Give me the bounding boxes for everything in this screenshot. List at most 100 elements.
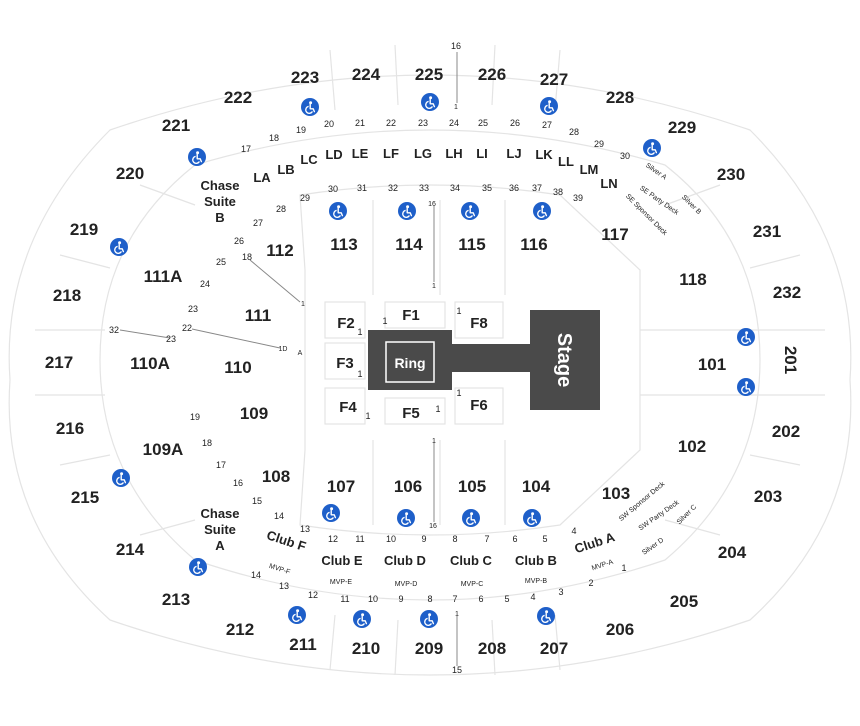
club-a[interactable]: Club A bbox=[573, 529, 618, 556]
section-223[interactable]: 223 bbox=[291, 68, 319, 87]
section-231[interactable]: 231 bbox=[753, 222, 781, 241]
section-214[interactable]: 214 bbox=[116, 540, 145, 559]
svg-text:16: 16 bbox=[428, 201, 436, 208]
section-109a[interactable]: 109A bbox=[143, 440, 184, 459]
svg-text:8: 8 bbox=[452, 534, 457, 544]
club-e[interactable]: Club E bbox=[321, 553, 362, 568]
suite-le[interactable]: LE bbox=[352, 146, 369, 161]
section-210[interactable]: 210 bbox=[352, 639, 380, 658]
section-209[interactable]: 209 bbox=[415, 639, 443, 658]
section-f4[interactable]: F4 bbox=[339, 399, 357, 416]
section-f6[interactable]: F6 bbox=[470, 397, 488, 414]
section-f5[interactable]: F5 bbox=[402, 405, 420, 422]
mvp-c[interactable]: MVP-C bbox=[461, 581, 484, 588]
section-112[interactable]: 112 bbox=[266, 241, 293, 260]
suite-ll[interactable]: LL bbox=[558, 154, 574, 169]
suite-lj[interactable]: LJ bbox=[506, 146, 521, 161]
svg-text:39: 39 bbox=[573, 193, 583, 203]
mvp-a[interactable]: MVP-A bbox=[591, 559, 615, 573]
section-225[interactable]: 225 bbox=[415, 65, 443, 84]
section-111a[interactable]: 111A bbox=[144, 267, 183, 286]
section-117[interactable]: 117 bbox=[601, 225, 628, 244]
section-114[interactable]: 114 bbox=[395, 235, 423, 254]
svg-text:24: 24 bbox=[200, 279, 210, 289]
suite-lc[interactable]: LC bbox=[300, 152, 318, 167]
chase-suite-a[interactable]: Chase Suite A bbox=[200, 506, 239, 553]
wheelchair-icon bbox=[396, 508, 416, 528]
club-d[interactable]: Club D bbox=[384, 553, 426, 568]
suite-li[interactable]: LI bbox=[476, 146, 488, 161]
section-118[interactable]: 118 bbox=[679, 270, 706, 289]
section-215[interactable]: 215 bbox=[71, 488, 99, 507]
section-224[interactable]: 224 bbox=[352, 65, 381, 84]
section-206[interactable]: 206 bbox=[606, 620, 634, 639]
section-216[interactable]: 216 bbox=[56, 419, 84, 438]
chase-suite-b[interactable]: Chase Suite B bbox=[200, 178, 239, 225]
suite-lf[interactable]: LF bbox=[383, 146, 399, 161]
section-f2[interactable]: F2 bbox=[337, 315, 355, 332]
section-205[interactable]: 205 bbox=[670, 592, 698, 611]
section-110[interactable]: 110 bbox=[224, 358, 251, 377]
section-207[interactable]: 207 bbox=[540, 639, 568, 658]
stage[interactable] bbox=[530, 310, 600, 410]
section-105[interactable]: 105 bbox=[458, 477, 486, 496]
section-108[interactable]: 108 bbox=[262, 467, 290, 486]
mvp-d[interactable]: MVP-D bbox=[395, 581, 418, 588]
section-f1[interactable]: F1 bbox=[402, 307, 420, 324]
ring[interactable] bbox=[368, 330, 452, 390]
suite-ln[interactable]: LN bbox=[600, 176, 617, 191]
section-110a[interactable]: 110A bbox=[130, 354, 170, 373]
svg-text:1: 1 bbox=[432, 438, 436, 445]
section-109[interactable]: 109 bbox=[240, 404, 268, 423]
section-204[interactable]: 204 bbox=[718, 543, 747, 562]
section-228[interactable]: 228 bbox=[606, 88, 634, 107]
section-221[interactable]: 221 bbox=[162, 116, 190, 135]
silver-d[interactable]: Silver D bbox=[641, 537, 665, 557]
section-f8[interactable]: F8 bbox=[470, 315, 488, 332]
section-102[interactable]: 102 bbox=[678, 437, 706, 456]
wheelchair-icon bbox=[287, 605, 307, 625]
section-227[interactable]: 227 bbox=[540, 70, 568, 89]
section-f3[interactable]: F3 bbox=[336, 355, 354, 372]
section-226[interactable]: 226 bbox=[478, 65, 506, 84]
section-106[interactable]: 106 bbox=[394, 477, 422, 496]
suite-lh[interactable]: LH bbox=[445, 146, 462, 161]
silver-c[interactable]: Silver C bbox=[676, 504, 698, 526]
section-113[interactable]: 113 bbox=[330, 235, 357, 254]
suite-lg[interactable]: LG bbox=[414, 146, 432, 161]
section-218[interactable]: 218 bbox=[53, 286, 81, 305]
mvp-f[interactable]: MVP-F bbox=[268, 563, 291, 576]
section-217[interactable]: 217 bbox=[45, 353, 73, 372]
section-232[interactable]: 232 bbox=[773, 283, 801, 302]
suite-lm[interactable]: LM bbox=[580, 162, 599, 177]
section-116[interactable]: 116 bbox=[520, 235, 547, 254]
club-c[interactable]: Club C bbox=[450, 553, 492, 568]
section-111[interactable]: 111 bbox=[245, 306, 272, 325]
mvp-b[interactable]: MVP-B bbox=[525, 578, 548, 585]
section-201[interactable]: 201 bbox=[781, 346, 800, 374]
section-103[interactable]: 103 bbox=[602, 484, 630, 503]
section-229[interactable]: 229 bbox=[668, 118, 696, 137]
suite-lb[interactable]: LB bbox=[277, 162, 294, 177]
section-208[interactable]: 208 bbox=[478, 639, 506, 658]
wheelchair-icon bbox=[642, 138, 662, 158]
section-203[interactable]: 203 bbox=[754, 487, 782, 506]
section-107[interactable]: 107 bbox=[327, 477, 355, 496]
section-101[interactable]: 101 bbox=[698, 355, 726, 374]
suite-lk[interactable]: LK bbox=[535, 147, 553, 162]
section-219[interactable]: 219 bbox=[70, 220, 98, 239]
section-212[interactable]: 212 bbox=[226, 620, 254, 639]
section-104[interactable]: 104 bbox=[522, 477, 551, 496]
section-115[interactable]: 115 bbox=[458, 235, 485, 254]
section-222[interactable]: 222 bbox=[224, 88, 252, 107]
club-b[interactable]: Club B bbox=[515, 553, 557, 568]
mvp-e[interactable]: MVP-E bbox=[330, 579, 353, 586]
section-213[interactable]: 213 bbox=[162, 590, 190, 609]
section-202[interactable]: 202 bbox=[772, 422, 800, 441]
suite-ld[interactable]: LD bbox=[325, 147, 342, 162]
section-211[interactable]: 211 bbox=[289, 635, 316, 654]
section-230[interactable]: 230 bbox=[717, 165, 745, 184]
stage-runway bbox=[452, 344, 530, 372]
section-220[interactable]: 220 bbox=[116, 164, 144, 183]
suite-la[interactable]: LA bbox=[253, 170, 271, 185]
